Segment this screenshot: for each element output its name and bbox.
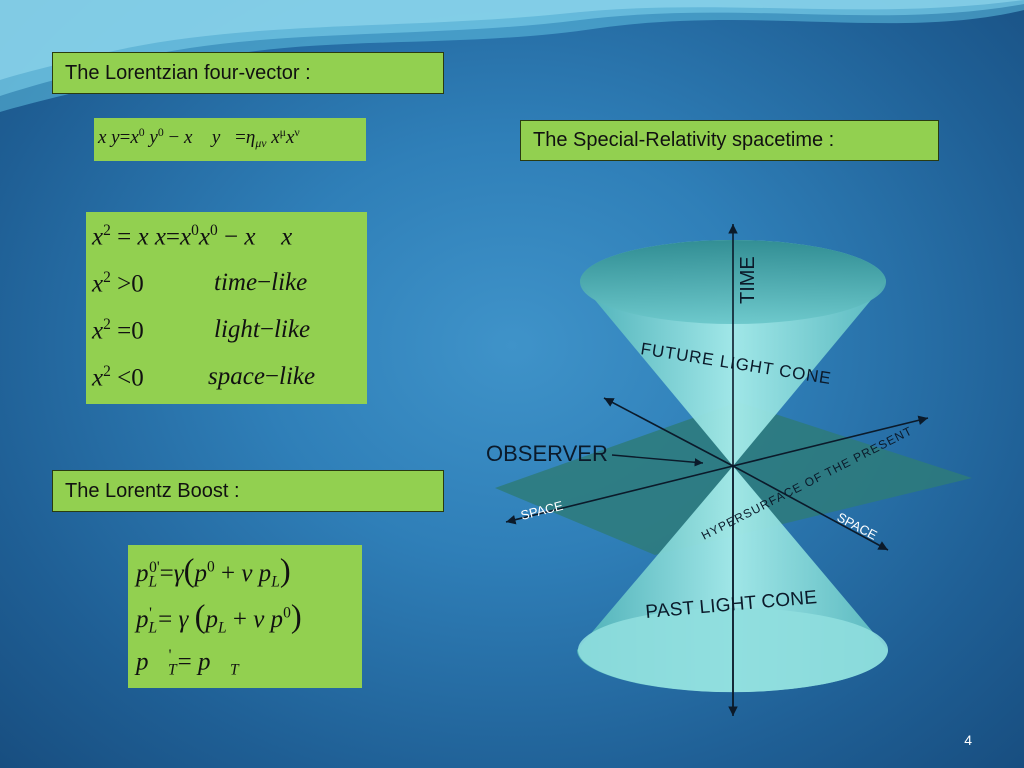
lorentz-boost-equations: pL0'=γ(p0 + v pL) pL' = γ (pL + v p0) p⃗… xyxy=(128,545,362,688)
time-label: TIME xyxy=(737,256,759,304)
observer-label: OBSERVER xyxy=(486,441,608,466)
space-axis-1b xyxy=(732,465,889,551)
norm-classification-equations: x2 = x x=x0x0 − x⃗ x⃗ x2 >0 time−like x2… xyxy=(86,212,367,404)
space-axis-1 xyxy=(603,397,734,467)
space-axis-2 xyxy=(505,465,734,525)
boost-longitudinal-momentum: pL' = γ (pL + v p0) xyxy=(136,599,302,637)
spacetime-label-text: The Special-Relativity spacetime : xyxy=(533,129,835,151)
light-cone-diagram: TIME FUTURE LIGHT CONE PAST LIGHT CONE O… xyxy=(486,224,972,716)
lorentz-boost-label: The Lorentz Boost : xyxy=(52,470,444,512)
space-right-label: SPACE xyxy=(835,509,880,543)
boost-longitudinal-energy: pL0'=γ(p0 + v pL) xyxy=(136,553,291,591)
space-axis-2b xyxy=(732,415,929,467)
lorentzian-label-text: The Lorentzian four-vector : xyxy=(65,61,311,84)
observer-pointer xyxy=(611,454,704,467)
spacetime-label: The Special-Relativity spacetime : xyxy=(520,120,939,161)
norm-definition: x2 = x x=x0x0 − x⃗ x⃗ xyxy=(92,222,312,251)
lightlike-condition: x2 =0 xyxy=(92,316,144,345)
boost-label-text: The Lorentz Boost : xyxy=(65,479,240,502)
spacelike-condition: x2 <0 xyxy=(92,363,144,392)
timelike-term: time−like xyxy=(214,269,308,296)
header-wave-decoration xyxy=(0,0,1024,112)
page-number: 4 xyxy=(964,732,972,748)
inner-product-equation: x y=x0 y0 − x⃗ y⃗=ημν xμxν xyxy=(94,118,366,161)
lorentzian-four-vector-label: The Lorentzian four-vector : xyxy=(52,52,444,94)
lightlike-term: light−like xyxy=(214,316,311,343)
spacelike-term: space−like xyxy=(208,363,316,390)
timelike-condition: x2 >0 xyxy=(92,269,144,298)
boost-transverse-momentum: p⃗T' = p⃗T xyxy=(136,647,239,679)
